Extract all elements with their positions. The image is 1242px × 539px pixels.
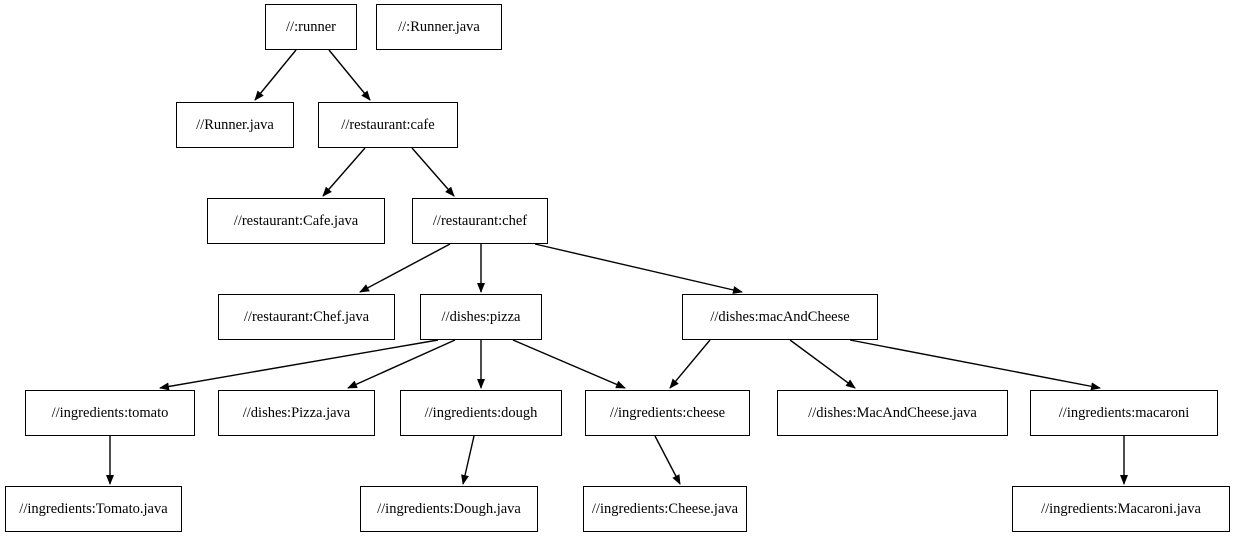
graph-node-mac_java[interactable]: //dishes:MacAndCheese.java (777, 390, 1008, 436)
graph-node-label: //restaurant:chef (432, 212, 528, 229)
graph-node-cafe_java[interactable]: //restaurant:Cafe.java (207, 198, 385, 244)
graph-node-tomato_java[interactable]: //ingredients:Tomato.java (5, 486, 182, 532)
graph-node-restaurant_cafe[interactable]: //restaurant:cafe (318, 102, 458, 148)
graph-node-dough_java[interactable]: //ingredients:Dough.java (360, 486, 538, 532)
graph-node-label: //restaurant:Chef.java (243, 308, 370, 325)
graph-node-label: //ingredients:macaroni (1058, 404, 1190, 421)
graph-node-label: //ingredients:Tomato.java (19, 500, 168, 517)
graph-node-runner_java_root[interactable]: //:Runner.java (376, 4, 502, 50)
graph-node-label: //ingredients:tomato (51, 404, 169, 421)
graph-node-label: //ingredients:dough (424, 404, 538, 421)
graph-node-dishes_mac[interactable]: //dishes:macAndCheese (682, 294, 878, 340)
graph-node-runner_java[interactable]: //Runner.java (176, 102, 294, 148)
graph-node-label: //restaurant:cafe (341, 116, 435, 133)
graph-node-cheese_java[interactable]: //ingredients:Cheese.java (583, 486, 747, 532)
graph-node-chef_java[interactable]: //restaurant:Chef.java (218, 294, 395, 340)
graph-node-ing_tomato[interactable]: //ingredients:tomato (25, 390, 195, 436)
graph-node-label: //ingredients:cheese (609, 404, 726, 421)
graph-node-ing_macaroni[interactable]: //ingredients:macaroni (1030, 390, 1218, 436)
graph-node-ing_cheese[interactable]: //ingredients:cheese (585, 390, 750, 436)
graph-node-label: //restaurant:Cafe.java (233, 212, 359, 229)
graph-node-label: //ingredients:Dough.java (377, 500, 521, 517)
graph-node-label: //dishes:macAndCheese (710, 308, 850, 325)
graph-node-ing_dough[interactable]: //ingredients:dough (400, 390, 562, 436)
graph-node-restaurant_chef[interactable]: //restaurant:chef (412, 198, 548, 244)
graph-node-label: //:runner (286, 18, 336, 35)
graph-node-label: //dishes:MacAndCheese.java (808, 404, 977, 421)
graph-node-label: //:Runner.java (398, 18, 480, 35)
graph-node-dishes_pizza[interactable]: //dishes:pizza (420, 294, 542, 340)
graph-node-runner[interactable]: //:runner (265, 4, 357, 50)
graph-node-pizza_java[interactable]: //dishes:Pizza.java (218, 390, 375, 436)
graph-node-label: //Runner.java (196, 116, 274, 133)
graph-node-label: //dishes:Pizza.java (242, 404, 351, 421)
graph-node-label: //dishes:pizza (441, 308, 521, 325)
graph-node-label: //ingredients:Cheese.java (591, 500, 739, 517)
graph-node-macaroni_java[interactable]: //ingredients:Macaroni.java (1012, 486, 1230, 532)
graph-node-label: //ingredients:Macaroni.java (1041, 500, 1201, 517)
